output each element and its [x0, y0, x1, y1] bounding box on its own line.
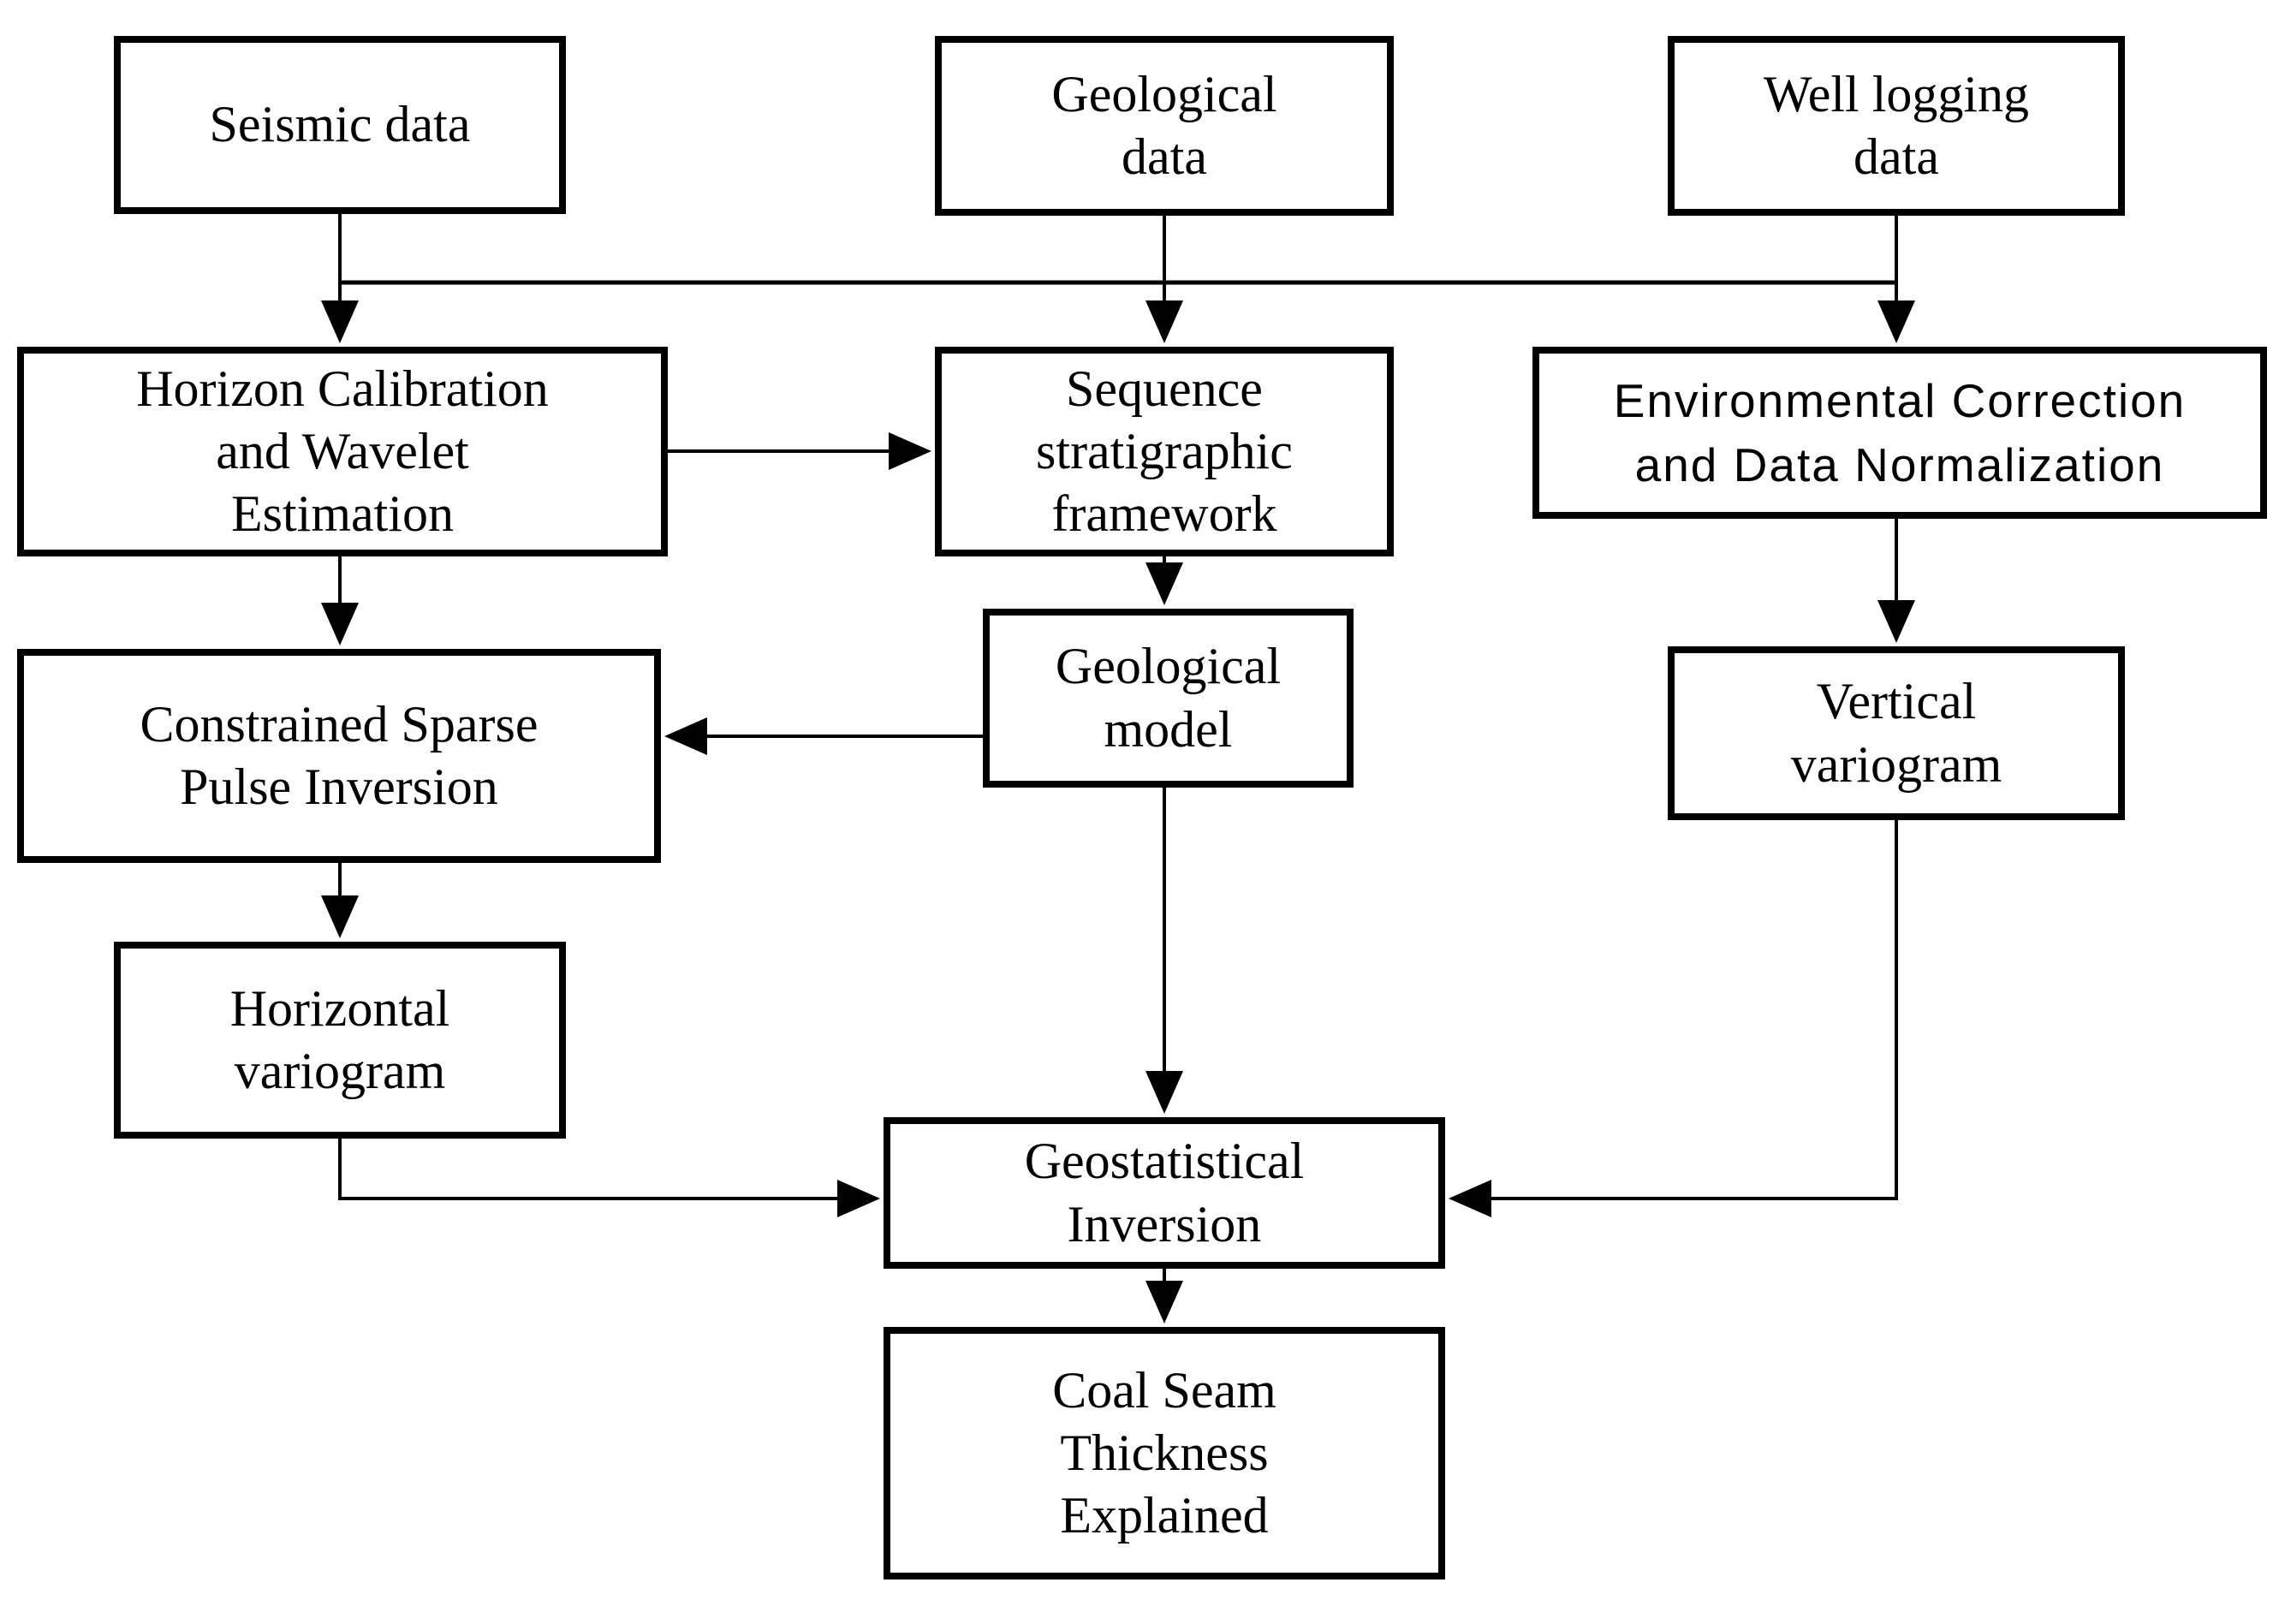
node-geological-model: Geological model [983, 609, 1354, 788]
node-constrained-sparse-pulse-inversion: Constrained Sparse Pulse Inversion [17, 649, 661, 863]
edge-horizontal-to-geostatistical-line [338, 1139, 848, 1200]
node-geostatistical-inversion: Geostatistical Inversion [884, 1117, 1445, 1269]
node-coal-seam-thickness: Coal Seam Thickness Explained [884, 1327, 1445, 1579]
node-geological-data: Geological data [935, 36, 1394, 216]
node-horizon-calibration: Horizon Calibration and Wavelet Estimati… [17, 347, 668, 556]
edge-seismic-to-horizon-arrowhead [321, 300, 359, 343]
edge-geomodel-to-cspi-arrowhead [664, 717, 707, 755]
node-seismic-data: Seismic data [114, 36, 566, 214]
edge-vertical-to-geostatistical-line [1490, 820, 1898, 1200]
edge-well-to-environmental-arrowhead [1877, 300, 1915, 343]
edge-environmental-to-vertical-arrowhead [1877, 600, 1915, 643]
edge-geomodel-to-geostatistical-arrowhead [1145, 1071, 1183, 1114]
edge-horizon-to-cspi-arrowhead [321, 603, 359, 645]
node-environmental-correction: Environmental Correction and Data Normal… [1532, 347, 2267, 519]
edge-vertical-to-geostatistical-arrowhead [1449, 1180, 1491, 1217]
edge-geostatistical-to-coalseam-arrowhead [1145, 1281, 1183, 1324]
edge-horizon-to-sequence-arrowhead [889, 432, 931, 470]
node-well-logging-data: Well logging data [1668, 36, 2125, 216]
node-horizontal-variogram: Horizontal variogram [114, 942, 566, 1139]
node-vertical-variogram: Vertical variogram [1668, 646, 2125, 820]
edge-geological-to-sequence-arrowhead [1145, 300, 1183, 343]
edge-cspi-to-horizontal-arrowhead [321, 895, 359, 938]
edge-sequence-to-geomodel-arrowhead [1145, 562, 1183, 605]
node-sequence-stratigraphic-framework: Sequence stratigraphic framework [935, 347, 1394, 556]
edge-horizontal-to-geostatistical-arrowhead [837, 1180, 880, 1217]
